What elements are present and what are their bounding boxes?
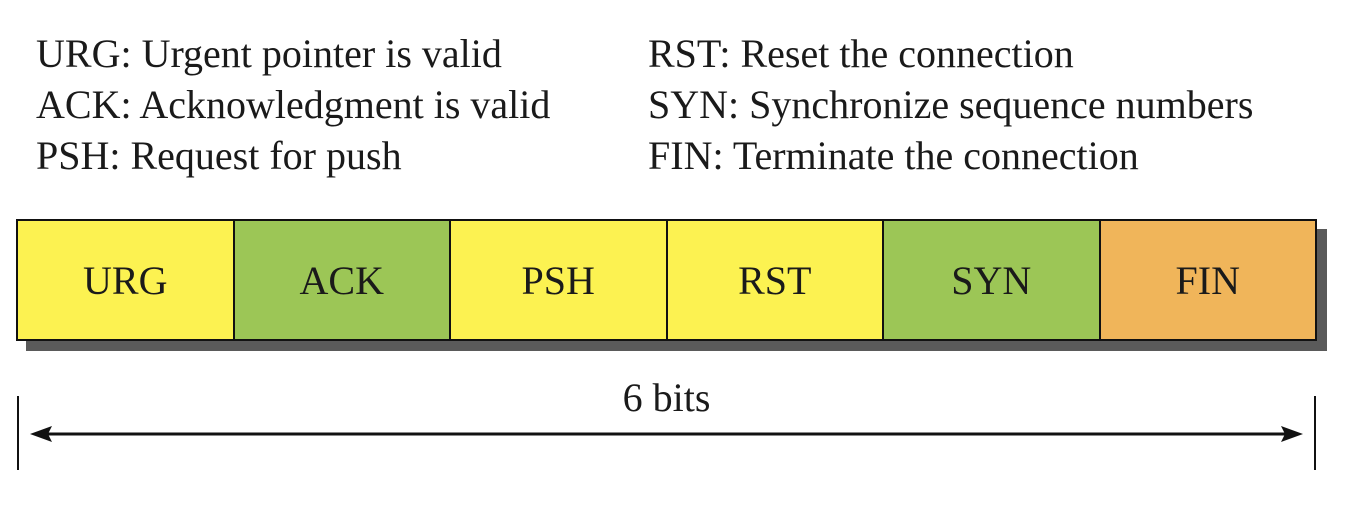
- bit-psh: PSH: [451, 221, 668, 339]
- legend-rst: RST: Reset the connection: [648, 31, 1074, 76]
- legend-urg: URG: Urgent pointer is valid: [36, 31, 502, 76]
- legend-column-left: URG: Urgent pointer is valid ACK: Acknow…: [36, 28, 550, 181]
- legend-fin: FIN: Terminate the connection: [648, 133, 1139, 178]
- bit-rst: RST: [667, 221, 884, 339]
- bit-fin: FIN: [1100, 221, 1315, 339]
- arrow-head-left: [30, 426, 52, 442]
- bit-ack: ACK: [234, 221, 451, 339]
- legend-ack: ACK: Acknowledgment is valid: [36, 82, 551, 127]
- flag-register: URG ACK PSH RST SYN FIN: [16, 219, 1317, 341]
- legend-column-right: RST: Reset the connection SYN: Synchroni…: [648, 28, 1253, 181]
- bit-syn: SYN: [884, 221, 1101, 339]
- arrow-head-right: [1281, 426, 1303, 442]
- legend-syn: SYN: Synchronize sequence numbers: [648, 82, 1254, 127]
- width-dimension-arrow: [17, 396, 1316, 470]
- legend-psh: PSH: Request for push: [36, 133, 402, 178]
- width-label: 6 bits: [622, 375, 711, 420]
- flag-legend: URG: Urgent pointer is valid ACK: Acknow…: [36, 28, 1336, 188]
- bit-urg: URG: [18, 221, 235, 339]
